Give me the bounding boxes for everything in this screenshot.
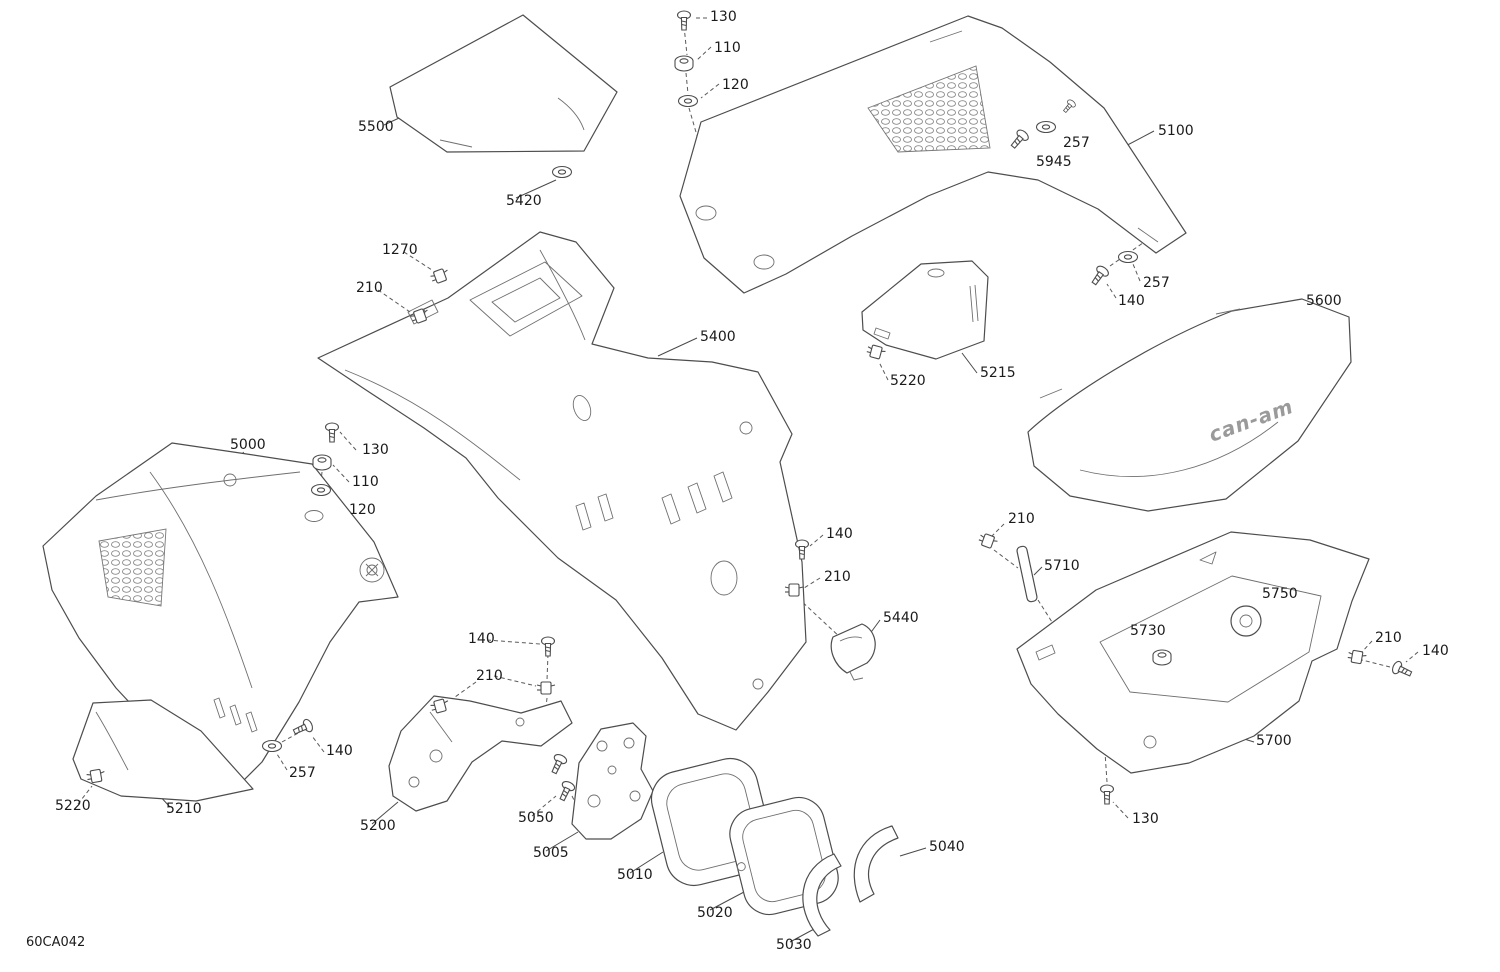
screw-130-b bbox=[324, 422, 340, 443]
callout-5600: 5600 bbox=[1306, 293, 1342, 309]
callout-120-b: 120 bbox=[349, 502, 376, 518]
diagram-code: 60CA042 bbox=[26, 935, 85, 950]
callout-5700: 5700 bbox=[1256, 733, 1292, 749]
washer-5420 bbox=[551, 165, 573, 179]
callout-110-top: 110 bbox=[714, 40, 741, 56]
screw-140-c bbox=[540, 636, 556, 657]
callout-5710: 5710 bbox=[1044, 558, 1080, 574]
callout-5730: 5730 bbox=[1130, 623, 1166, 639]
callout-5500: 5500 bbox=[358, 119, 394, 135]
callout-130-top: 130 bbox=[710, 9, 737, 25]
washer-257-c bbox=[261, 739, 283, 753]
part-5040-trim bbox=[853, 825, 899, 903]
callout-120-top: 120 bbox=[722, 77, 749, 93]
grommet-5750 bbox=[1230, 605, 1262, 637]
callout-5440: 5440 bbox=[883, 610, 919, 626]
callout-210-b: 210 bbox=[1008, 511, 1035, 527]
screw-130-c bbox=[1099, 784, 1115, 805]
callout-140-d: 140 bbox=[1422, 643, 1449, 659]
callout-5220-a: 5220 bbox=[890, 373, 926, 389]
clip-5220-a bbox=[865, 343, 887, 361]
clip-210-e1 bbox=[536, 681, 556, 695]
callout-130-c: 130 bbox=[1132, 811, 1159, 827]
callout-110-b: 110 bbox=[352, 474, 379, 490]
callout-5050: 5050 bbox=[518, 810, 554, 826]
callout-140-c: 140 bbox=[468, 631, 495, 647]
callout-5200: 5200 bbox=[360, 818, 396, 834]
clip-210-d bbox=[1346, 648, 1368, 666]
clip-1270 bbox=[428, 266, 452, 286]
callout-257-a: 257 bbox=[1063, 135, 1090, 151]
part-5100-panel bbox=[679, 15, 1187, 294]
callout-5005: 5005 bbox=[533, 845, 569, 861]
callout-5100: 5100 bbox=[1158, 123, 1194, 139]
callout-257-b: 257 bbox=[1143, 275, 1170, 291]
part-5700-tray bbox=[1016, 531, 1370, 774]
callout-5010: 5010 bbox=[617, 867, 653, 883]
screw-140-a bbox=[1088, 263, 1111, 288]
callout-257-c: 257 bbox=[289, 765, 316, 781]
callout-5220-b: 5220 bbox=[55, 798, 91, 814]
part-5500-panel bbox=[389, 14, 618, 153]
strut-5710 bbox=[1016, 545, 1038, 603]
washer-120-b bbox=[310, 483, 332, 497]
callout-5030: 5030 bbox=[776, 937, 812, 953]
callout-5215: 5215 bbox=[980, 365, 1016, 381]
callout-210-c: 210 bbox=[824, 569, 851, 585]
part-5030-trim bbox=[802, 853, 842, 937]
part-5600-cover: can-am bbox=[1027, 298, 1352, 512]
washer-257-b bbox=[1117, 250, 1139, 264]
callout-5000: 5000 bbox=[230, 437, 266, 453]
part-5440-bracket bbox=[830, 623, 876, 681]
callout-5400: 5400 bbox=[700, 329, 736, 345]
grommet-110-b bbox=[312, 454, 332, 471]
part-5005-bracket bbox=[571, 722, 654, 840]
part-5210-panel bbox=[72, 699, 254, 802]
callout-5945: 5945 bbox=[1036, 154, 1072, 170]
callout-5020: 5020 bbox=[697, 905, 733, 921]
callout-210-e: 210 bbox=[476, 668, 503, 684]
screw-130-top bbox=[676, 10, 692, 31]
washer-257-a bbox=[1035, 120, 1057, 134]
part-5400-frame bbox=[317, 231, 807, 731]
callout-130-b: 130 bbox=[362, 442, 389, 458]
callout-210-d: 210 bbox=[1375, 630, 1402, 646]
grommet-110-top bbox=[674, 55, 694, 72]
callout-210-a: 210 bbox=[356, 280, 383, 296]
screw-5050-a bbox=[547, 752, 569, 776]
callout-5750: 5750 bbox=[1262, 586, 1298, 602]
part-5200-bracket bbox=[388, 695, 573, 812]
callout-140-e: 140 bbox=[326, 743, 353, 759]
callout-5420: 5420 bbox=[506, 193, 542, 209]
callout-140-b: 140 bbox=[826, 526, 853, 542]
screw-140-d bbox=[1390, 659, 1414, 681]
callout-5040: 5040 bbox=[929, 839, 965, 855]
washer-120-top bbox=[677, 94, 699, 108]
callout-5210: 5210 bbox=[166, 801, 202, 817]
part-5215-panel bbox=[861, 260, 989, 360]
callout-140-a: 140 bbox=[1118, 293, 1145, 309]
callout-labels: 130 110 120 5500 5420 257 5945 5100 1270… bbox=[55, 9, 1449, 953]
clip-210-b bbox=[976, 531, 1000, 551]
callout-1270: 1270 bbox=[382, 242, 418, 258]
grommet-5730 bbox=[1152, 649, 1172, 666]
